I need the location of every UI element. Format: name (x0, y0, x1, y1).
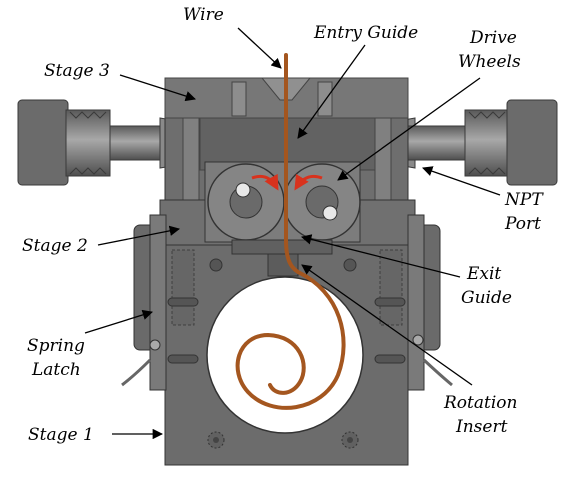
npt-port-label-line2: Port (504, 214, 541, 234)
exit-guide-label-line2: Guide (461, 288, 512, 308)
right-wheel-rotation-arrow (294, 173, 323, 191)
npt-port-label-line1: NPT (504, 190, 544, 210)
left-spring-latch (121, 214, 167, 391)
right-spring-latch (407, 214, 453, 391)
left-wheel-rotation-arrow (251, 173, 279, 191)
rotation-insert-label-line2: Insert (455, 417, 508, 437)
exit-guide-label-line1: Exit (466, 264, 501, 284)
entry-guide-label: Entry Guide (313, 23, 418, 43)
stage3-label: Stage 3 (44, 61, 110, 81)
wire-path (235, 53, 346, 410)
stage1-label: Stage 1 (28, 425, 94, 445)
spring-latch-label-line1: Spring (27, 336, 85, 356)
stage2-label: Stage 2 (22, 236, 88, 256)
rotation-insert-label-line1: Rotation (443, 393, 517, 413)
drive-wheels-label-line1: Drive (469, 28, 517, 48)
drive-wheels (204, 161, 361, 243)
spring-latch-label-line2: Latch (31, 360, 81, 380)
drive-wheels-label-line2: Wheels (458, 52, 521, 72)
wire-label: Wire (183, 5, 224, 25)
